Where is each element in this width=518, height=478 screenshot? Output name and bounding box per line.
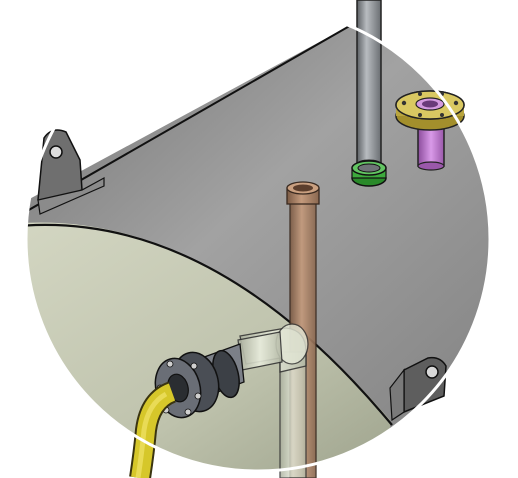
brass-flange xyxy=(395,90,465,131)
dark-flange xyxy=(154,343,245,419)
detail-circle-border xyxy=(24,5,492,473)
mounting-bracket-right xyxy=(389,356,447,422)
mounting-bracket-left xyxy=(37,129,105,215)
vertical-steel-pipe xyxy=(356,0,382,169)
green-seal-ring xyxy=(351,160,387,187)
yellow-hose xyxy=(129,381,177,478)
elbow-fitting xyxy=(237,323,309,478)
